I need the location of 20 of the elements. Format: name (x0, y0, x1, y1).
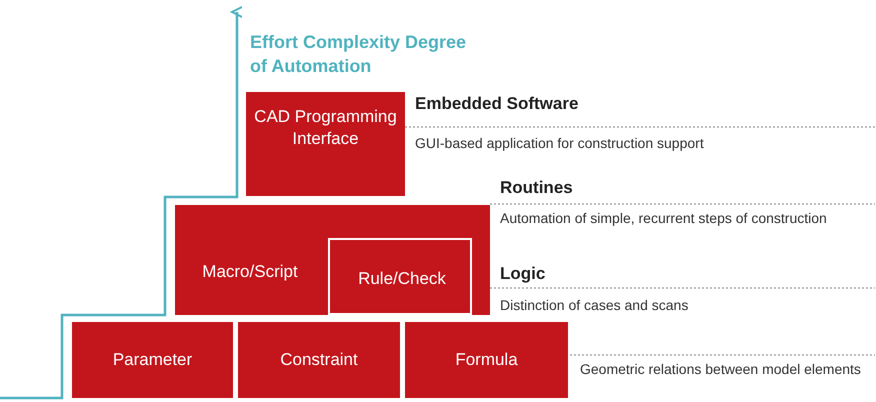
block-label: Rule/Check (357, 268, 447, 290)
level-block (328, 238, 472, 315)
level-block (238, 322, 400, 398)
level-heading: Embedded Software (415, 93, 578, 115)
level-description: Automation of simple, recurrent steps of construction (500, 209, 827, 228)
level-description: GUI-based application for construction support (415, 134, 704, 153)
level-heading: Routines (500, 177, 573, 199)
level-description: Geometric relations between model elements (580, 360, 861, 379)
block-label: CAD Programming Interface (253, 106, 398, 150)
block-label: Parameter (112, 349, 194, 371)
block-label: Constraint (279, 349, 359, 371)
level-block (405, 322, 568, 398)
block-label: Macro/Script (201, 261, 299, 283)
level-block (175, 205, 490, 315)
level-block (72, 322, 233, 398)
block-label: Formula (454, 349, 519, 371)
axis-title: Effort Complexity Degree of Automation (250, 31, 468, 78)
level-heading: Logic (500, 263, 546, 285)
level-description: Distinction of cases and scans (500, 296, 688, 315)
level-block (246, 92, 405, 196)
